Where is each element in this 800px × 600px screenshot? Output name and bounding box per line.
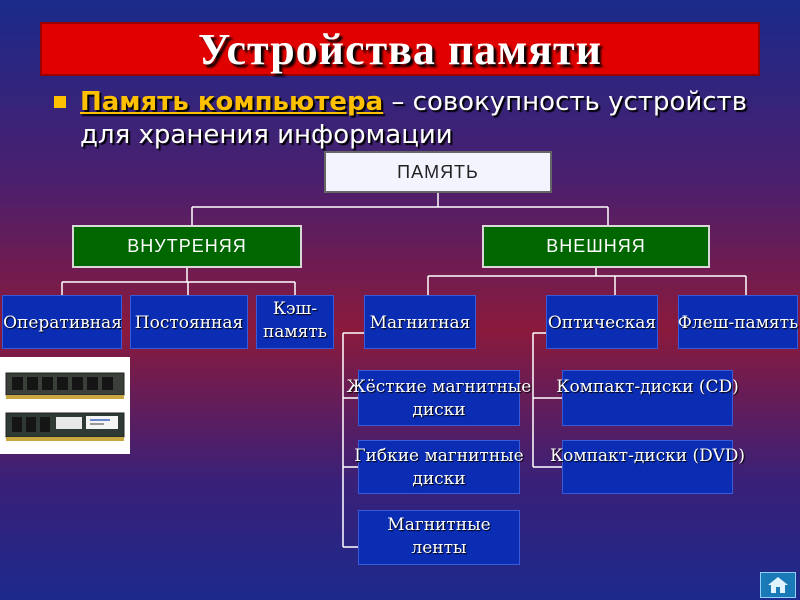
node-ram: Оперативная bbox=[3, 313, 122, 333]
node-tape-box bbox=[358, 510, 520, 565]
slide-title-bar: Устройства памяти bbox=[40, 22, 760, 76]
node-magnetic: Магнитная bbox=[369, 313, 471, 333]
node-internal: ВНУТРЕНЯЯ bbox=[72, 225, 302, 268]
node-external: ВНЕШНЯЯ bbox=[482, 225, 710, 268]
node-rom-box bbox=[130, 295, 248, 349]
node-cache-box bbox=[256, 295, 334, 349]
node-hdd-box bbox=[358, 370, 520, 426]
node-dvd-box bbox=[562, 440, 733, 494]
node-hdd: Жёсткие магнитные диски bbox=[346, 377, 532, 420]
definition-text: Память компьютера – совокупность устройс… bbox=[80, 86, 780, 152]
node-magnetic-box bbox=[364, 295, 476, 349]
node-flash-box bbox=[678, 295, 798, 349]
ram-modules-photo bbox=[0, 357, 130, 454]
node-floppy-box bbox=[358, 440, 520, 494]
node-ram-box bbox=[2, 295, 122, 349]
node-memory: ПАМЯТЬ bbox=[324, 151, 552, 193]
definition-term: Память компьютера bbox=[80, 87, 384, 117]
node-tape: Магнитные ленты bbox=[387, 515, 491, 558]
home-button[interactable] bbox=[760, 572, 796, 598]
definition-rest: – совокупность устройств для хранения ин… bbox=[80, 87, 748, 150]
node-optical: Оптическая bbox=[547, 313, 657, 333]
node-dvd: Компакт-диски (DVD) bbox=[549, 446, 746, 466]
node-rom: Постоянная bbox=[134, 313, 244, 333]
node-flash: Флеш-память bbox=[677, 313, 799, 333]
bullet-icon bbox=[54, 96, 66, 108]
node-cache: Кэш-память bbox=[262, 299, 328, 342]
node-floppy: Гибкие магнитные диски bbox=[354, 446, 524, 489]
slide-title: Устройства памяти bbox=[197, 24, 603, 74]
node-optical-box bbox=[546, 295, 658, 349]
ram-modules-drawing bbox=[5, 372, 125, 441]
home-icon bbox=[768, 577, 788, 593]
node-cd-box bbox=[562, 370, 733, 426]
node-cd: Компакт-диски (CD) bbox=[556, 377, 739, 397]
